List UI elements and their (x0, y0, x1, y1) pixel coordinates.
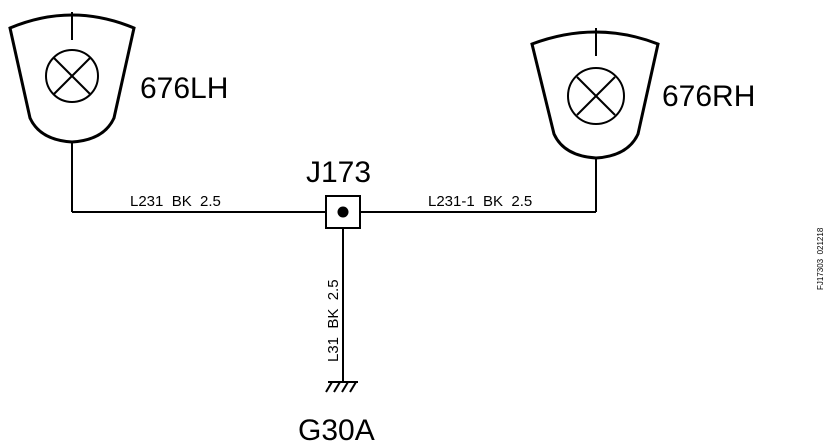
lamp-label-left: 676LH (140, 72, 228, 105)
junction-j173 (325, 195, 361, 229)
wire-label-right: L231-1 BK 2.5 (428, 193, 532, 210)
reference-code: FJ17303 021218 (816, 227, 825, 290)
lamp-676rh (530, 28, 660, 212)
ground-label: G30A (298, 414, 375, 447)
lamp-housing-right (530, 30, 660, 160)
wire-label-left: L231 BK 2.5 (130, 193, 221, 210)
bulb-icon-right (567, 67, 625, 125)
lamp-label-right: 676RH (662, 80, 755, 113)
bulb-icon-left (45, 49, 99, 103)
junction-label: J173 (306, 156, 371, 189)
lamp-housing-left (8, 13, 136, 144)
wire-label-vertical: L31 BK 2.5 (325, 279, 342, 362)
junction-dot (337, 206, 349, 218)
ground-icon (325, 381, 358, 393)
lamp-676lh (8, 12, 136, 212)
